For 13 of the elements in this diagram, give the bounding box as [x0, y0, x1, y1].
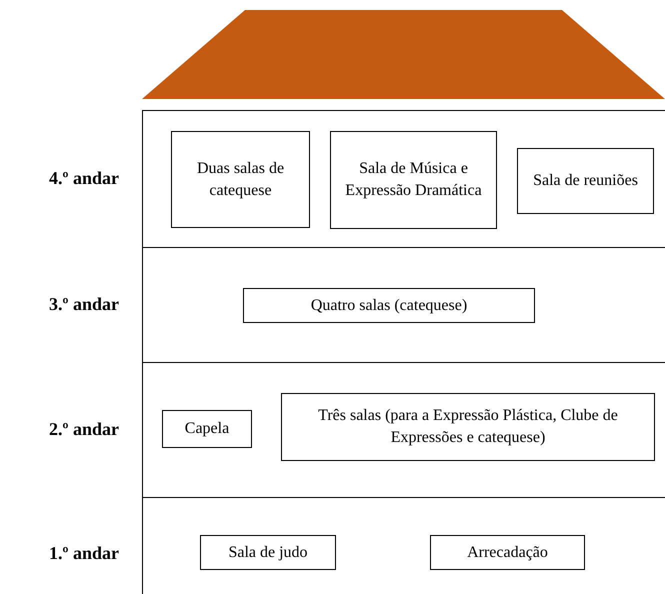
floor-label: 3.º andar	[49, 294, 119, 315]
room-box: Três salas (para a Expressão Plástica, Clube de Expressões e catequese)	[281, 393, 655, 461]
room-box: Quatro salas (catequese)	[243, 288, 535, 323]
floor-label: 2.º andar	[49, 419, 119, 440]
room-box: Arrecadação	[430, 535, 585, 570]
room-box: Sala de reuniões	[517, 148, 654, 214]
floor-label: 4.º andar	[49, 168, 119, 189]
floor-label: 1.º andar	[49, 543, 119, 564]
room-box: Sala de judo	[200, 535, 336, 570]
room-box: Capela	[162, 410, 252, 448]
roof-shape	[142, 10, 665, 99]
room-box: Sala de Música e Expressão Dramática	[330, 131, 497, 229]
room-box: Duas salas de catequese	[171, 131, 310, 228]
